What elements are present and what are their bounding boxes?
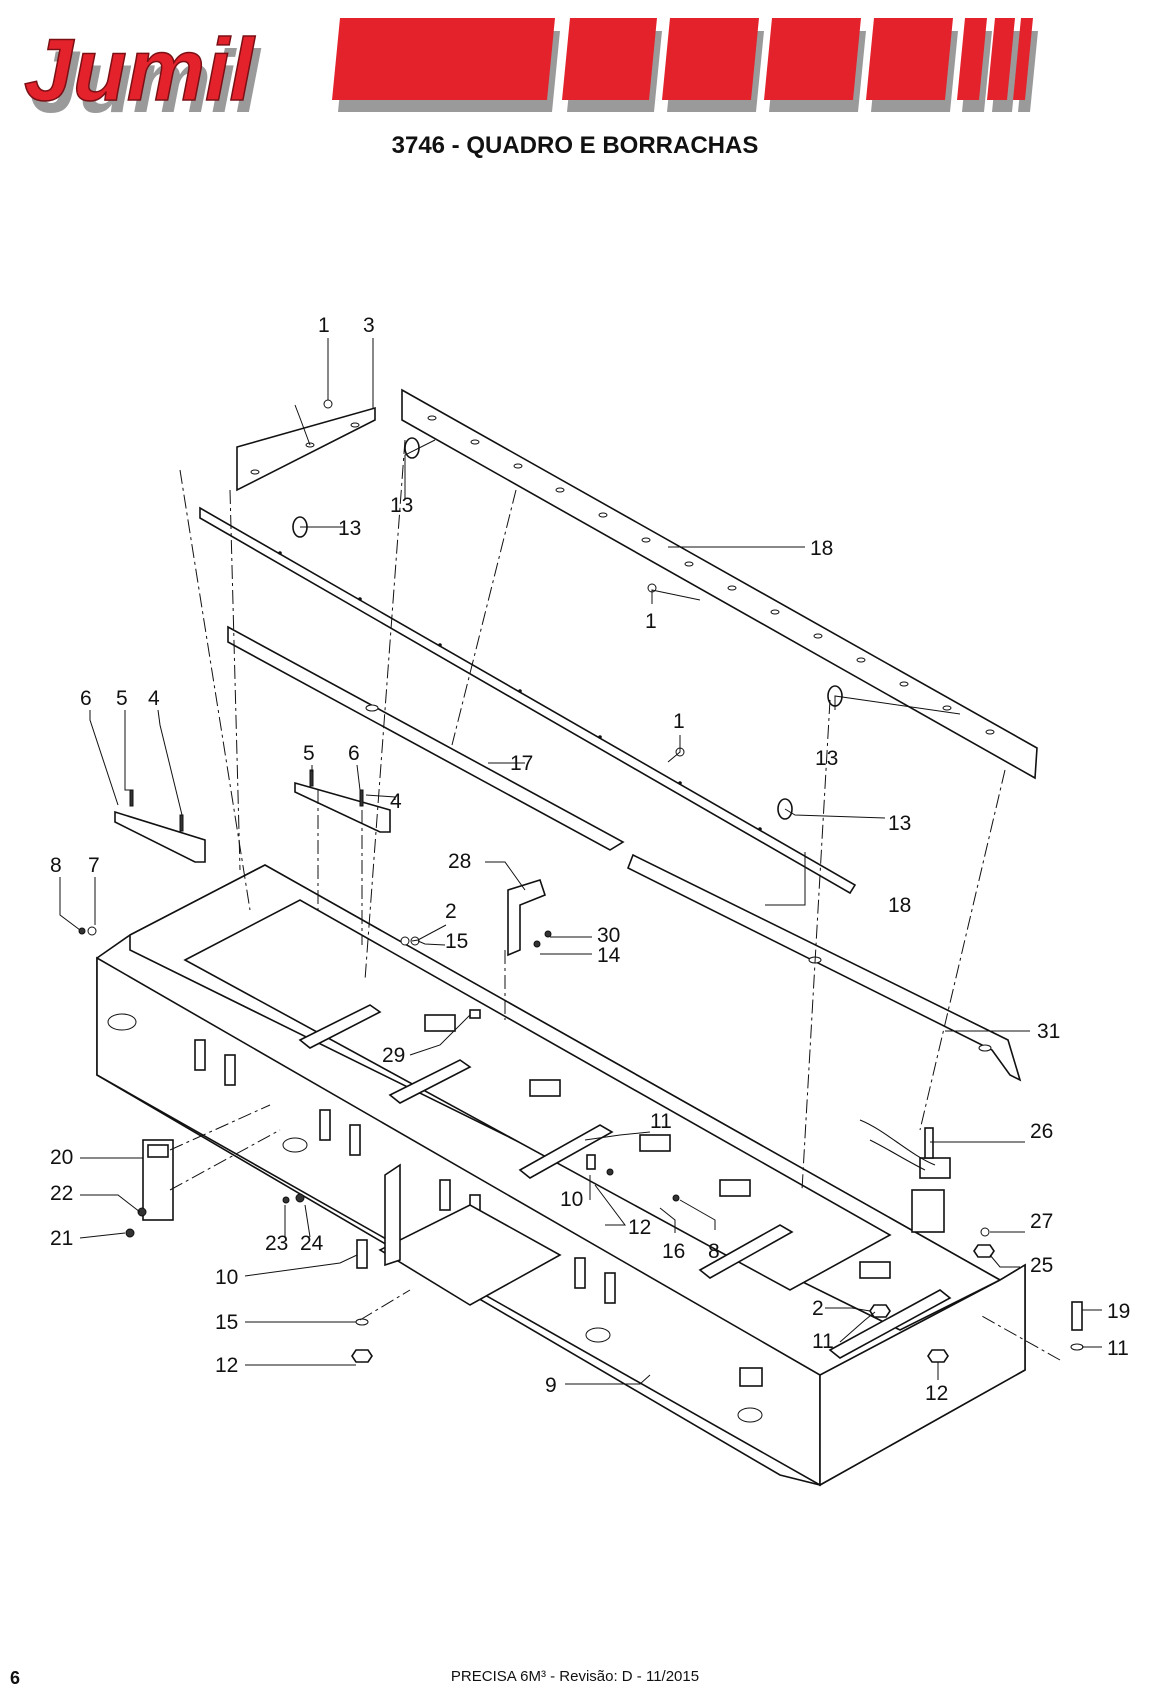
support-bar-center [294,769,391,833]
callout-label: 13 [888,812,911,835]
callout-label: 14 [597,944,621,967]
callout-label: 10 [215,1266,238,1289]
callout-label: 22 [50,1182,73,1205]
callout-label: 30 [597,924,620,947]
callout-label: 12 [215,1354,238,1377]
exploded-view-diagram: .part { fill: #ffffff; stroke: #111; str… [50,314,1130,1487]
callout-label: 10 [560,1188,583,1211]
support-bar-left [114,789,206,863]
callout-label: 23 [265,1232,288,1255]
callout-labels: 1 3 13 13 18 1 1 13 13 17 6 5 4 5 6 4 8 … [50,314,1130,1405]
callout-label: 18 [888,894,911,917]
callout-label: 6 [80,687,92,710]
callout-label: 20 [50,1146,73,1169]
assembly-lines [169,439,1061,1361]
callout-label: 4 [390,790,402,813]
callout-label: 13 [338,517,361,540]
callout-label: 15 [215,1311,238,1334]
callout-label: 1 [318,314,330,337]
page-number: 6 [10,1668,21,1688]
callout-label: 2 [812,1297,824,1320]
callout-label: 7 [88,854,100,877]
callout-label: 29 [382,1044,405,1067]
callout-label: 17 [510,752,533,775]
callout-label: 19 [1107,1300,1130,1323]
main-frame [96,864,1026,1487]
frame-mount-plate [378,1163,562,1306]
callout-label: 8 [50,854,62,877]
callout-label: 2 [445,900,457,923]
callout-label: 6 [348,742,360,765]
brand-banner: Jumil Jumil [23,18,1038,131]
jumil-logo-shadow: Jumil [30,32,261,131]
cross-member [298,1004,952,1359]
leader-lines [59,338,1102,1385]
callout-label: 12 [628,1216,651,1239]
callout-label: 31 [1037,1020,1060,1043]
banner-red-stripes [332,18,1033,100]
rubber-strip-18-upper [401,388,1038,780]
header-banner: Jumil Jumil [0,0,1150,140]
callout-label: 3 [363,314,375,337]
page-title: 3746 - QUADRO E BORRACHAS [391,132,759,159]
callout-label: 13 [815,747,838,770]
footer-revision: PRECISA 6M³ - Revisão: D - 11/2015 [450,1668,700,1685]
rubber-strip-13-long [199,506,857,895]
callout-label: 27 [1030,1210,1053,1233]
callout-label: 12 [925,1382,948,1405]
callout-label: 9 [545,1374,557,1397]
callout-label: 11 [1107,1337,1129,1360]
callout-label: 28 [448,850,471,873]
rubber-strip-3 [236,406,376,492]
callout-label: 24 [300,1232,324,1255]
callout-label: 1 [645,610,657,633]
light-assembly-26 [859,1119,951,1233]
callout-label: 26 [1030,1120,1053,1143]
callout-label: 11 [650,1110,672,1133]
callout-label: 13 [390,494,413,517]
callout-label: 5 [116,687,128,710]
callout-label: 21 [50,1227,73,1250]
callout-label: 11 [812,1330,834,1353]
rubber-strip-18-lower [626,853,1022,1082]
jumil-logo: Jumil [24,20,255,119]
rubber-strip-17 [227,625,625,851]
callout-label: 25 [1030,1254,1053,1277]
callout-label: 1 [673,710,685,733]
callout-label: 4 [148,687,160,710]
callout-label: 15 [445,930,468,953]
callout-label: 5 [303,742,315,765]
callout-label: 8 [708,1240,720,1263]
callout-label: 18 [810,537,833,560]
reflector-20 [142,1139,174,1221]
callout-label: 16 [662,1240,685,1263]
bracket-28 [507,879,546,957]
